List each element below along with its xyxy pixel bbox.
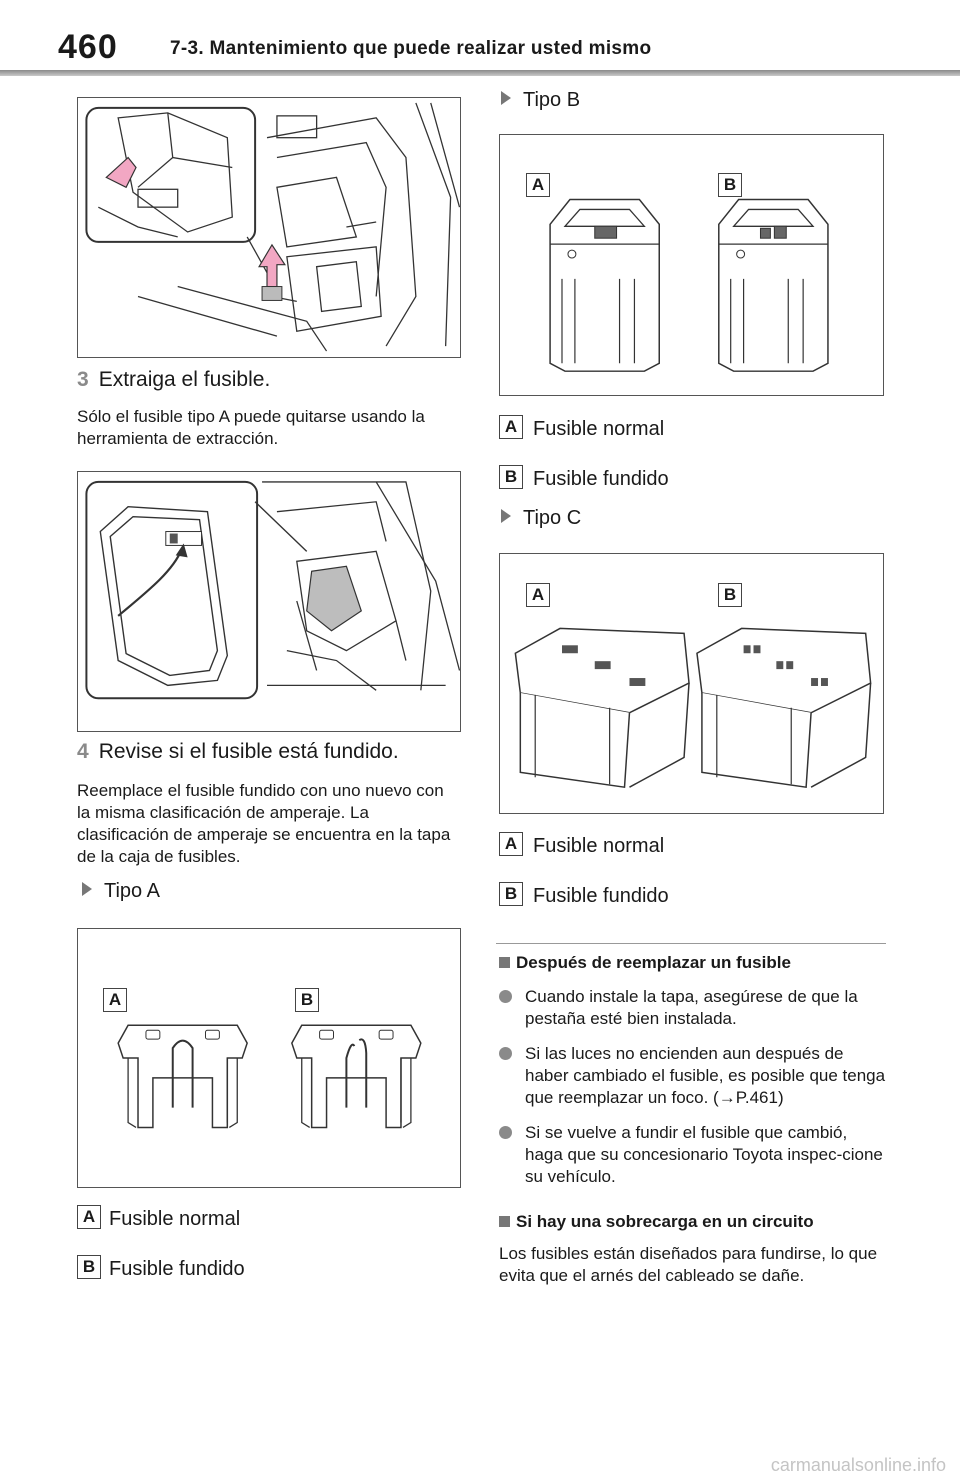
note-heading-after-replace: Después de reemplazar un fusible [499, 953, 791, 973]
type-a-fuse-normal [117, 1024, 248, 1129]
type-b-fuse-normal [549, 198, 660, 372]
note-bullet: Si se vuelve a fundir el fusible que cam… [499, 1122, 887, 1188]
note-overload-paragraph: Los fusibles están diseñados para fundir… [499, 1244, 878, 1285]
step-number: 4 [77, 740, 89, 763]
note-heading-text: Si hay una sobrecarga en un circuito [516, 1212, 814, 1231]
type-c-fuse-normal [514, 627, 690, 789]
note-bullet-text: Si se vuelve a fundir el fusible que cam… [525, 1123, 883, 1186]
step-text: Revise si el fusible está fundido. [98, 740, 399, 763]
type-c-fuse-blown [696, 627, 872, 789]
extraction-tool-illustration [85, 480, 460, 700]
figure-label-b: B [718, 173, 742, 197]
type-a-fuses-illustration [117, 1024, 422, 1129]
step-4-note: Reemplace el fusible fundido con uno nue… [77, 781, 451, 866]
legend-normal: Fusible normal [533, 835, 665, 857]
page-header: 460 7-3. Mantenimiento que puede realiza… [0, 0, 960, 80]
type-c-fuses-illustration [514, 627, 872, 789]
type-b-fuse-blown [718, 198, 829, 372]
note-heading-overload: Si hay una sobrecarga en un circuito [499, 1212, 814, 1232]
step-text: Extraiga el fusible. [98, 368, 271, 391]
legend-badge-b: B [499, 465, 523, 489]
figure-extraction-tool [77, 471, 461, 732]
legend-normal: Fusible normal [533, 418, 665, 440]
note-bullet: Si las luces no encienden aun después de… [499, 1043, 887, 1109]
figure-label-b: B [718, 583, 742, 607]
legend-blown: Fusible fundido [533, 885, 669, 907]
note-bullet-text: Si las luces no encienden aun después de… [525, 1044, 886, 1107]
legend-badge-b: B [77, 1255, 101, 1279]
step-number: 3 [77, 368, 89, 391]
note-bullet: Cuando instale la tapa, asegúrese de que… [499, 986, 887, 1030]
fuse-box-illustration [85, 102, 460, 352]
figure-label-b: B [295, 988, 319, 1012]
legend-badge-a: A [499, 832, 523, 856]
figure-fuse-type-c: A B [499, 553, 884, 814]
legend-normal: Fusible normal [109, 1208, 241, 1230]
circle-bullet-icon [499, 1047, 512, 1060]
triangle-bullet-icon [501, 91, 511, 105]
legend-badge-a: A [499, 415, 523, 439]
figure-fuse-box-cover [77, 97, 461, 358]
square-bullet-icon [499, 1216, 510, 1227]
note-heading-text: Después de reemplazar un fusible [516, 953, 791, 972]
legend-blown: Fusible fundido [109, 1258, 245, 1280]
type-a-heading: Tipo A [82, 880, 160, 903]
legend-badge-a: A [77, 1205, 101, 1229]
figure-label-a: A [103, 988, 127, 1012]
step-3-title: 3 Extraiga el fusible. [77, 368, 270, 392]
note-bullet-text: Cuando instale la tapa, asegúrese de que… [525, 987, 858, 1028]
type-a-fuse-blown [291, 1024, 422, 1129]
step-4-title: 4 Revise si el fusible está fundido. [77, 740, 399, 764]
legend-badge-b: B [499, 882, 523, 906]
page-number: 460 [58, 28, 118, 66]
type-a-text: Tipo A [104, 880, 160, 902]
watermark: carmanualsonline.info [770, 1455, 946, 1475]
figure-fuse-type-b: A B [499, 134, 884, 396]
figure-label-a: A [526, 583, 550, 607]
section-title: 7-3. Mantenimiento que puede realizar us… [170, 38, 652, 59]
notes-divider [496, 943, 886, 944]
type-c-heading: Tipo C [501, 507, 581, 530]
type-c-text: Tipo C [523, 507, 582, 529]
type-b-heading: Tipo B [501, 89, 580, 112]
step-3-note: Sólo el fusible tipo A puede quitarse us… [77, 407, 425, 448]
header-rule [0, 70, 960, 76]
triangle-bullet-icon [501, 509, 511, 523]
type-b-fuses-illustration [549, 198, 829, 372]
figure-label-a: A [526, 173, 550, 197]
type-b-text: Tipo B [523, 89, 581, 111]
legend-blown: Fusible fundido [533, 468, 669, 490]
triangle-bullet-icon [82, 882, 92, 896]
circle-bullet-icon [499, 990, 512, 1003]
square-bullet-icon [499, 957, 510, 968]
figure-fuse-type-a: A B [77, 928, 461, 1188]
circle-bullet-icon [499, 1126, 512, 1139]
